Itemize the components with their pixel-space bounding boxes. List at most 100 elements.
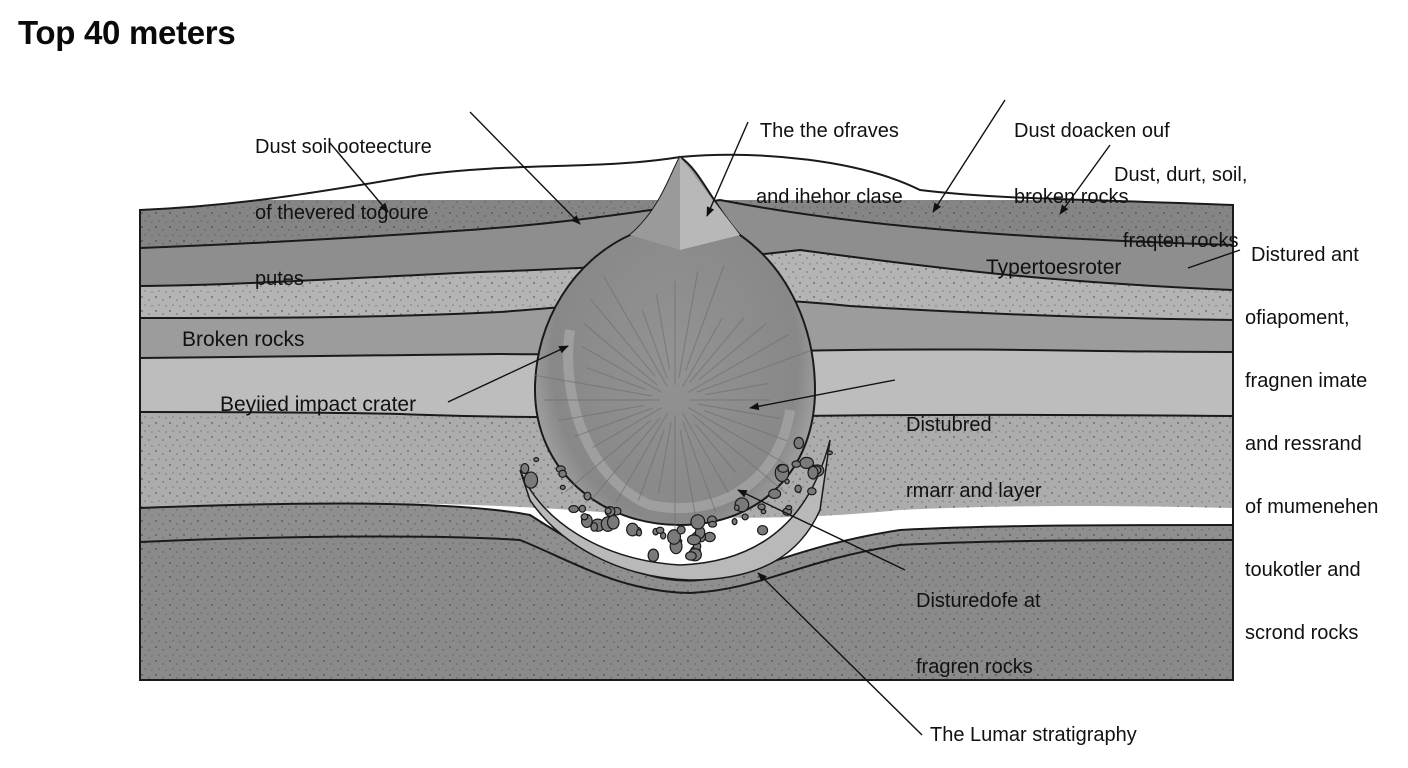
- ejecta-rock: [791, 460, 802, 468]
- ejecta-rock: [807, 465, 819, 480]
- ejecta-rock: [533, 457, 540, 463]
- ejecta-rock: [520, 462, 530, 475]
- label-lunar-stratigraphy: The Lumar stratigraphy: [930, 724, 1137, 746]
- ejecta-rock: [559, 484, 566, 490]
- label-line: of mumenehen: [1245, 496, 1379, 518]
- label-line: fraqten rocks: [1122, 230, 1239, 252]
- label-top-center: The the ofraves and ihehor clase: [756, 76, 903, 230]
- label-line: Dust, durt, soil,: [1114, 164, 1248, 186]
- crater-ray: [692, 414, 785, 493]
- label-buried-crater: Beyiied impact crater: [220, 393, 417, 416]
- ejecta-rock: [756, 524, 769, 536]
- crater-ray: [534, 374, 653, 397]
- ejecta-rock: [708, 520, 718, 528]
- crater-ray: [696, 350, 810, 393]
- crater-ray: [565, 419, 652, 493]
- label-line: fragnen imate: [1245, 370, 1368, 392]
- crater-ray: [602, 275, 669, 388]
- crater-ray: [687, 406, 789, 467]
- leader-top-center: [706, 121, 749, 217]
- crater-ray-marks: [534, 265, 810, 543]
- leader-top-right-1: [932, 99, 1006, 213]
- crater-ray: [574, 407, 654, 438]
- crater-ray: [592, 406, 663, 449]
- label-dust-broken-rocks: Dust doacken ouf broken rocks: [1014, 76, 1170, 230]
- ejecta-rock: [568, 505, 580, 514]
- ejecta-rock: [635, 528, 643, 537]
- crater-ray: [557, 404, 645, 422]
- leader-top-left-2: [469, 111, 581, 225]
- crater-ray: [697, 403, 781, 420]
- ejecta-rock: [794, 484, 802, 493]
- label-line: Dust soil ooteecture: [255, 136, 432, 158]
- label-typer: Typertoesroter: [986, 256, 1122, 279]
- ejecta-rock: [690, 514, 706, 530]
- label-line: toukotler and: [1245, 559, 1361, 581]
- crater-ray: [657, 422, 672, 494]
- crater-ray: [614, 412, 669, 504]
- ejecta-rock: [777, 464, 789, 473]
- ejecta-rock: [523, 471, 539, 489]
- crater-ray: [679, 430, 699, 530]
- label-line: rmarr and layer: [906, 480, 1042, 502]
- label-dust-fragments: Dust, durt, soil, fraqten rocks: [1114, 120, 1247, 274]
- label-line: fragren rocks: [916, 656, 1033, 678]
- section-outline: [139, 153, 1234, 681]
- crater-ray: [705, 382, 769, 396]
- ejecta-rock: [558, 469, 567, 478]
- ejecta-rock: [733, 504, 740, 511]
- crater-ray: [689, 317, 745, 383]
- leader-disturbed-fragments: [737, 489, 906, 571]
- crater-ray: [681, 412, 730, 493]
- label-line: of thevered togoure: [255, 202, 429, 224]
- crater-ray: [682, 421, 717, 513]
- ejecta-rock: [785, 504, 793, 511]
- ejecta-rock: [768, 488, 782, 500]
- ejecta-rock: [606, 514, 620, 530]
- diagram-title: Top 40 meters: [18, 14, 236, 51]
- crater-ray: [698, 323, 767, 381]
- ejecta-rock: [655, 526, 665, 535]
- ejecta-rocks: [520, 436, 833, 563]
- leader-buried-crater: [447, 345, 569, 403]
- leader-stratigraphy: [757, 572, 923, 736]
- crater-ray: [694, 423, 737, 474]
- label-line: and ressrand: [1245, 433, 1362, 455]
- ejecta-rock: [604, 507, 612, 515]
- label-line: scrond rocks: [1245, 622, 1359, 644]
- crater-ray: [678, 270, 699, 378]
- label-line: putes: [255, 268, 304, 290]
- crater-inner-rim: [563, 329, 795, 514]
- ejecta-rock: [757, 503, 766, 511]
- leader-top-right-2: [1059, 144, 1111, 215]
- label-line: ofiapoment,: [1245, 307, 1350, 329]
- ejecta-rock: [793, 436, 805, 450]
- crater-ray: [703, 410, 788, 442]
- label-line: Distured ant: [1251, 244, 1359, 266]
- label-line: The the ofraves: [759, 120, 899, 142]
- label-line: Distubred: [906, 414, 992, 436]
- ejecta-rock: [741, 513, 749, 521]
- label-line: and ihehor clase: [756, 186, 903, 208]
- ejecta-rock: [647, 548, 660, 563]
- crater-ray: [641, 310, 668, 379]
- ejecta-rock: [578, 504, 587, 513]
- crater-ray: [582, 345, 663, 394]
- crater-ray: [681, 317, 724, 388]
- ejecta-rock: [590, 522, 599, 532]
- ejecta-rock: [583, 491, 592, 501]
- crater-ray: [590, 417, 661, 501]
- crater-ray: [583, 323, 658, 386]
- crater-ray: [685, 265, 725, 372]
- crater-peak: [630, 157, 680, 250]
- label-broken-rocks: Broken rocks: [182, 328, 305, 351]
- label-line: Disturedofe at: [916, 590, 1041, 612]
- ejecta-rock: [667, 529, 682, 545]
- label-line: Dust doacken ouf: [1014, 120, 1170, 142]
- crater-ray: [655, 294, 671, 370]
- leader-right-side: [1187, 249, 1241, 269]
- ejecta-rock: [826, 450, 833, 456]
- crater-ray: [585, 366, 647, 390]
- leader-top-left-1: [329, 142, 389, 213]
